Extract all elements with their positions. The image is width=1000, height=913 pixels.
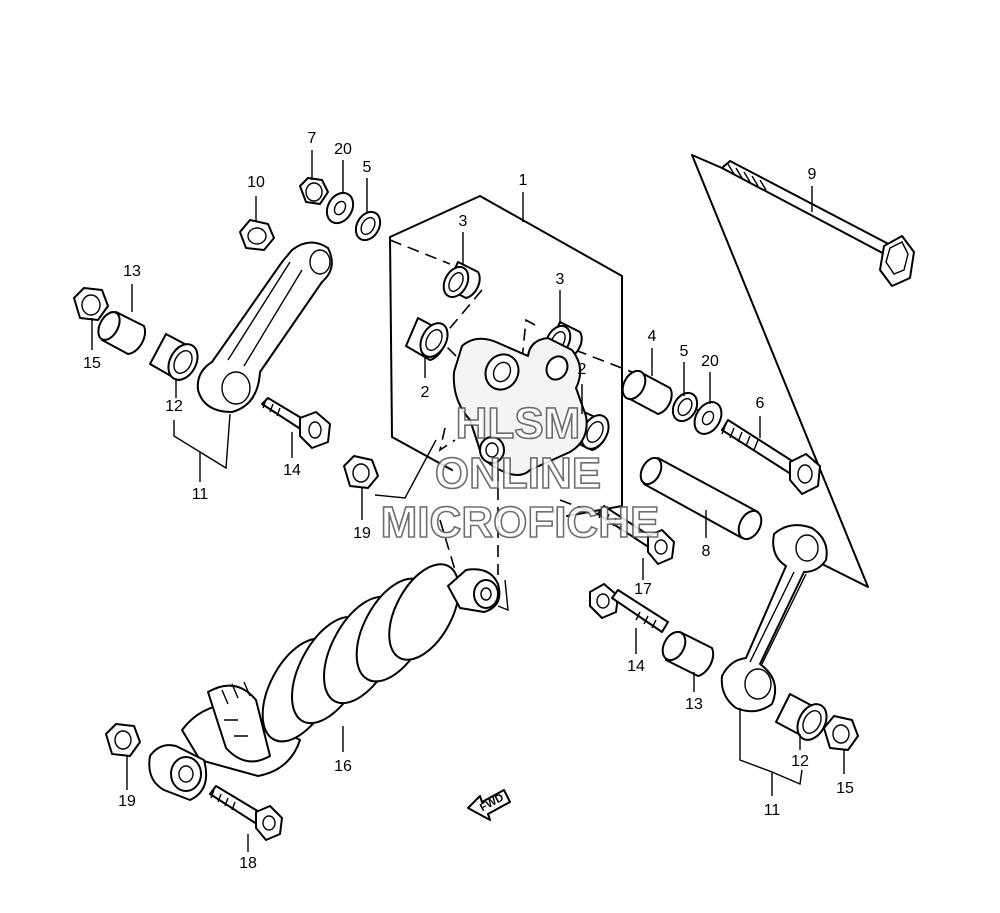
fwd-arrow: FWD: [467, 789, 511, 821]
callout-18: 18: [239, 855, 257, 872]
callout-5-top: 5: [363, 159, 372, 176]
callout-11-right: 11: [764, 802, 781, 819]
callout-13-right: 13: [685, 696, 703, 713]
group-outline-part-9: [691, 154, 869, 588]
callout-12-right: 12: [791, 753, 809, 770]
callout-14-left: 14: [283, 462, 301, 479]
part-13-collar-left[interactable]: [94, 309, 147, 355]
callout-4: 4: [648, 328, 657, 345]
callout-9: 9: [808, 166, 817, 183]
callout-12-left: 12: [165, 398, 183, 415]
callout-13-left: 13: [123, 263, 141, 280]
watermark-line-3: MICROFICHE: [381, 498, 660, 547]
watermark-line-1: HLSM: [456, 399, 581, 448]
callout-16: 16: [334, 758, 352, 775]
watermark-line-2: ONLINE: [435, 449, 601, 498]
part-15-nut-left[interactable]: [73, 287, 109, 321]
part-12-bearing-right[interactable]: [775, 693, 832, 745]
part-5-seal-right[interactable]: [668, 389, 702, 426]
callout-11-left: 11: [192, 486, 209, 503]
part-14-bolt-left[interactable]: [261, 397, 331, 449]
part-13-collar-right[interactable]: [658, 628, 715, 677]
callout-5-right: 5: [680, 343, 689, 360]
callout-labels: 1 2 2 3 3 4 5 5 6 7 8 9 10 11 11 12 12 1…: [83, 130, 854, 872]
part-6-bolt[interactable]: [721, 419, 821, 495]
callout-19-middle: 19: [353, 525, 371, 542]
assembly-guide-lines: [374, 239, 721, 612]
part-3-bearing-upper[interactable]: [439, 261, 481, 301]
part-7-nut[interactable]: [299, 177, 329, 205]
part-10-nut[interactable]: [239, 219, 275, 251]
part-16-shock-absorber[interactable]: [148, 553, 501, 801]
watermark: HLSM ONLINE MICROFICHE: [380, 398, 660, 548]
callout-17: 17: [634, 581, 652, 598]
callout-3-right: 3: [556, 271, 565, 288]
callout-20-top: 20: [334, 141, 352, 158]
part-19-nut-middle[interactable]: [343, 455, 379, 489]
leader-lines: [91, 150, 845, 852]
part-15-nut-right[interactable]: [823, 715, 859, 751]
part-8-sleeve[interactable]: [636, 454, 765, 543]
part-11-rod-right[interactable]: [720, 524, 828, 713]
callout-2-right: 2: [578, 361, 587, 378]
part-17-bolt[interactable]: [597, 505, 675, 565]
part-11-rod-left[interactable]: [196, 241, 333, 413]
callout-15-left: 15: [83, 355, 101, 372]
part-5-seal-top[interactable]: [351, 208, 385, 245]
part-4-collar[interactable]: [618, 367, 673, 415]
callout-14-right: 14: [627, 658, 645, 675]
callout-7: 7: [308, 130, 317, 147]
callout-6: 6: [756, 395, 765, 412]
callout-19-lower: 19: [118, 793, 136, 810]
part-20-washer-top[interactable]: [322, 188, 359, 228]
part-18-bolt[interactable]: [209, 785, 283, 841]
callout-8: 8: [702, 543, 711, 560]
part-20-washer-right[interactable]: [689, 397, 727, 438]
callout-20-right: 20: [701, 353, 719, 370]
part-12-bearing-left[interactable]: [149, 333, 203, 385]
callout-15-right: 15: [836, 780, 854, 797]
part-1-cushion-lever[interactable]: [452, 337, 588, 476]
callout-10: 10: [247, 174, 265, 191]
part-14-bolt-right[interactable]: [589, 583, 669, 633]
callout-2-left: 2: [421, 384, 430, 401]
part-19-nut-lower[interactable]: [105, 723, 141, 757]
part-2-bearing-left[interactable]: [405, 317, 453, 362]
callout-3-upper: 3: [459, 213, 468, 230]
part-9-bolt[interactable]: [721, 160, 915, 287]
callout-1: 1: [519, 172, 528, 189]
